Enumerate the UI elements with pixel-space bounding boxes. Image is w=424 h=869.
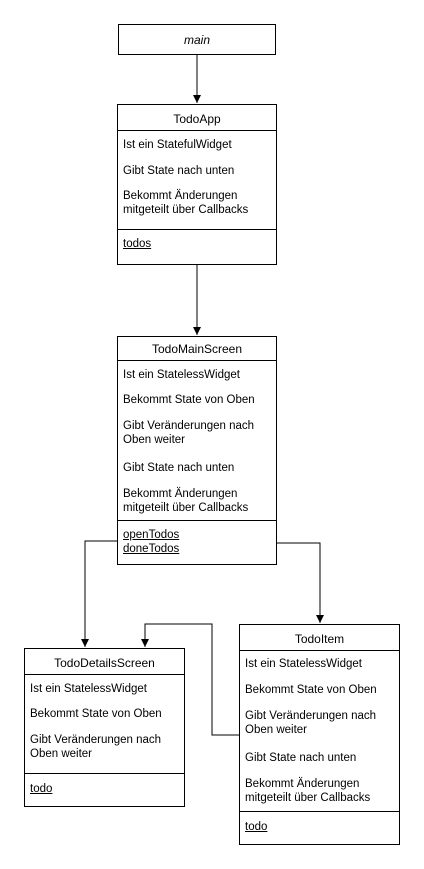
todoitem-note: Bekommt State von Oben [245, 684, 377, 696]
arrow-todoitem-to-detailsscreen [141, 623, 239, 736]
todoapp-note: Gibt State nach unten [123, 165, 235, 177]
arrow-mainscreen-to-todoitem [276, 542, 324, 623]
todomainscreen-class: TodoMainScreen Ist ein StatelessWidget B… [117, 336, 277, 565]
tododetailsscreen-note: Ist ein StatelessWidget [30, 683, 147, 695]
divider [240, 650, 399, 651]
todomainscreen-note: Gibt Veränderungen nach Oben weiter [123, 420, 255, 446]
todoapp-class: TodoApp Ist ein StatefulWidget Gibt Stat… [117, 104, 277, 265]
divider [240, 811, 399, 812]
divider [25, 674, 184, 675]
todomainscreen-note: Ist ein StatelessWidget [123, 369, 240, 381]
divider [118, 360, 276, 361]
todoitem-field: todo [245, 821, 268, 833]
todomainscreen-title: TodoMainScreen [151, 342, 243, 356]
todoapp-note: Bekommt Änderungen mitgeteilt über Callb… [123, 190, 249, 216]
todoitem-title: TodoItem [294, 632, 345, 646]
todoitem-note: Bekommt Änderungen mitgeteilt über Callb… [245, 778, 371, 804]
todoitem-note: Gibt Veränderungen nach Oben weiter [245, 710, 377, 736]
todomainscreen-note: Gibt State nach unten [123, 462, 235, 474]
todomainscreen-note: Bekommt State von Oben [123, 394, 255, 406]
main-node: main [118, 24, 276, 55]
divider [118, 130, 276, 131]
todoapp-title: TodoApp [173, 112, 221, 126]
todomainscreen-note: Bekommt Änderungen mitgeteilt über Callb… [123, 488, 249, 514]
main-label: main [183, 33, 210, 47]
todoitem-note: Gibt State nach unten [245, 752, 357, 764]
tododetailsscreen-class: TodoDetailsScreen Ist ein StatelessWidge… [24, 648, 185, 807]
todoapp-note: Ist ein StatefulWidget [123, 139, 232, 151]
divider [118, 229, 276, 230]
todoapp-field: todos [123, 238, 152, 250]
tododetailsscreen-title: TodoDetailsScreen [54, 656, 155, 670]
tododetailsscreen-note: Bekommt State von Oben [30, 708, 162, 720]
todoitem-class: TodoItem Ist ein StatelessWidget Bekommt… [239, 624, 400, 845]
divider [118, 520, 276, 521]
todomainscreen-field: doneTodos [123, 543, 180, 555]
todomainscreen-field: openTodos [123, 529, 180, 541]
arrow-mainscreen-to-detailsscreen [81, 540, 118, 647]
tododetailsscreen-note: Gibt Veränderungen nach Oben weiter [30, 734, 162, 760]
divider [25, 773, 184, 774]
todoitem-note: Ist ein StatelessWidget [245, 658, 362, 670]
tododetailsscreen-field: todo [30, 783, 53, 795]
